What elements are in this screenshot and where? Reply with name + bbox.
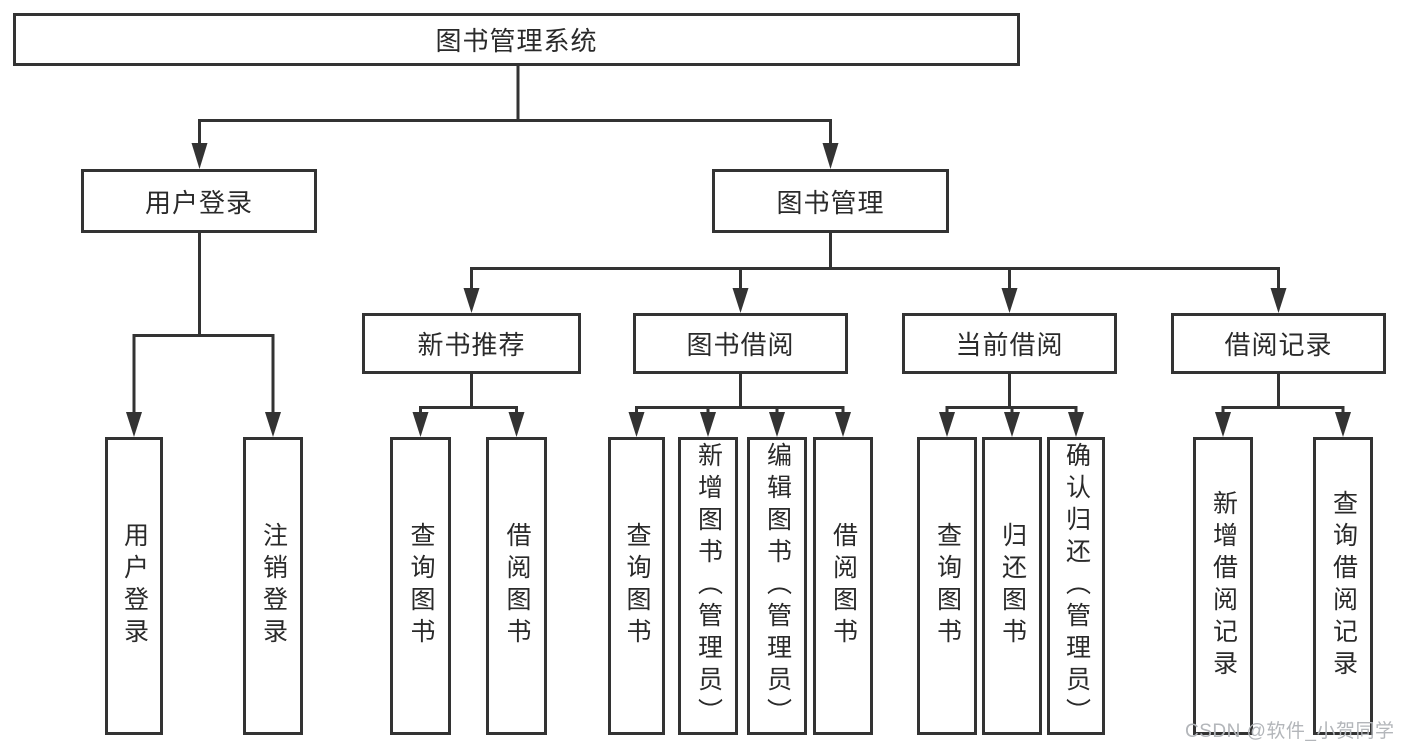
node-label: 查询图书 [407, 522, 435, 650]
node-leaf-user-login: 用户登录 [105, 437, 163, 735]
node-label: 查询图书 [623, 522, 651, 650]
node-new-book-recommend: 新书推荐 [362, 313, 581, 374]
node-label: 借阅图书 [829, 522, 858, 650]
node-label: 图书借阅 [686, 330, 795, 360]
node-label: 当前借阅 [955, 330, 1064, 360]
node-leaf-add-borrow-record: 新增借阅记录 [1193, 437, 1253, 735]
node-label: 用户登录 [120, 522, 149, 650]
node-leaf-query-books-current: 查询图书 [917, 437, 977, 735]
connector-root-crossbar [198, 119, 832, 145]
node-label: 借阅图书 [503, 522, 531, 650]
node-label: 图书管理 [776, 187, 885, 218]
node-book-borrow: 图书借阅 [633, 313, 848, 374]
watermark: CSDN @软件_小贺同学 [1185, 721, 1395, 742]
node-label: 注销登录 [259, 522, 288, 650]
node-label: 编辑图书（管理员） [763, 442, 792, 730]
node-leaf-query-borrow-record: 查询借阅记录 [1313, 437, 1373, 735]
node-leaf-borrow-books: 借阅图书 [813, 437, 873, 735]
node-user-login: 用户登录 [81, 169, 317, 233]
node-leaf-borrow-books-recommend: 借阅图书 [486, 437, 547, 735]
node-leaf-confirm-return-admin: 确认归还（管理员） [1047, 437, 1105, 735]
node-book-management: 图书管理 [712, 169, 949, 233]
node-label: 查询图书 [933, 522, 962, 650]
connector-userlogin-crossbar [132, 334, 275, 412]
node-label: 新增借阅记录 [1209, 490, 1238, 682]
node-label: 新书推荐 [417, 330, 526, 360]
node-library-management-system: 图书管理系统 [13, 13, 1020, 66]
node-leaf-query-books-borrow: 查询图书 [608, 437, 665, 735]
node-label: 新增图书（管理员） [694, 442, 723, 730]
arrowheads [126, 143, 1351, 437]
node-label: 查询借阅记录 [1329, 490, 1358, 682]
node-label: 图书管理系统 [435, 26, 598, 56]
node-leaf-edit-book-admin: 编辑图书（管理员） [747, 437, 807, 735]
node-label: 借阅记录 [1224, 330, 1333, 360]
node-leaf-query-books-recommend: 查询图书 [390, 437, 451, 735]
node-borrow-records: 借阅记录 [1171, 313, 1386, 374]
node-current-borrow: 当前借阅 [902, 313, 1117, 374]
node-label: 用户登录 [144, 187, 253, 218]
node-leaf-add-book-admin: 新增图书（管理员） [678, 437, 738, 735]
connector-bookmgmt-crossbar [470, 267, 1280, 290]
node-leaf-logout: 注销登录 [243, 437, 303, 735]
node-leaf-return-book: 归还图书 [982, 437, 1042, 735]
node-label: 确认归还（管理员） [1062, 442, 1091, 730]
node-label: 归还图书 [998, 522, 1027, 650]
